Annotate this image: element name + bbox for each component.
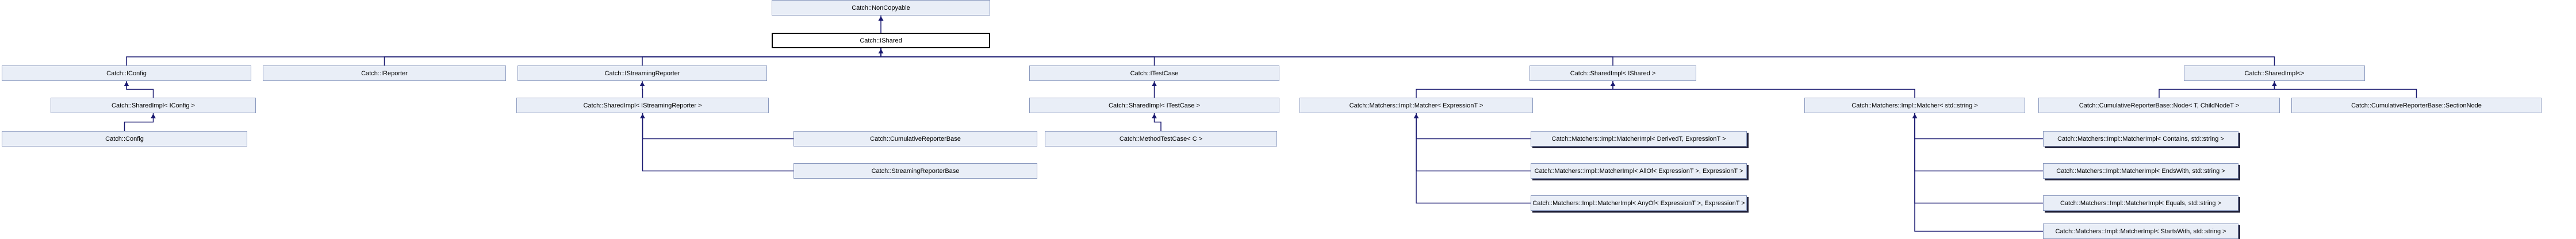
class-node-iconfig[interactable]: Catch::IConfig xyxy=(2,65,251,81)
inheritance-edge-config-to-sharedimpl-iconfig xyxy=(124,113,154,131)
inheritance-arrowhead-matcher-stdstring xyxy=(1912,114,1918,118)
class-node-sharedimpl-iconfig[interactable]: Catch::SharedImpl< IConfig > xyxy=(51,98,256,113)
class-node-istreamingreporter[interactable]: Catch::IStreamingReporter xyxy=(518,65,767,81)
inheritance-arrowhead-itestcase xyxy=(1152,82,1157,86)
inheritance-arrowhead-matcher-expressiont xyxy=(1413,114,1419,118)
class-node-ireporter[interactable]: Catch::IReporter xyxy=(263,65,506,81)
class-node-matcherimpl-equals[interactable]: Catch::Matchers::Impl::MatcherImpl< Equa… xyxy=(2043,195,2238,211)
class-node-matcher-stdstring[interactable]: Catch::Matchers::Impl::Matcher< std::str… xyxy=(1804,98,2025,113)
inheritance-edge-streamingreporterbase-to-sharedimpl-istreamingreporter xyxy=(642,113,793,172)
class-node-matcherimpl-allof[interactable]: Catch::Matchers::Impl::MatcherImpl< AllO… xyxy=(1531,163,1747,179)
class-node-cumulativereporterbase[interactable]: Catch::CumulativeReporterBase xyxy=(793,131,1037,147)
inheritance-arrowhead-sharedimpl-iconfig xyxy=(151,114,156,118)
inheritance-edge-sharedimpl-default-to-ishared xyxy=(880,48,2275,65)
class-node-matcherimpl-anyof[interactable]: Catch::Matchers::Impl::MatcherImpl< AnyO… xyxy=(1531,195,1747,211)
inheritance-edge-cumulativereporterbase-to-sharedimpl-istreamingreporter xyxy=(642,113,793,140)
inheritance-edge-cumulative-node-to-sharedimpl-default xyxy=(2159,81,2275,98)
class-node-matcher-expressiont[interactable]: Catch::Matchers::Impl::Matcher< Expressi… xyxy=(1300,98,1533,113)
class-node-sharedimpl-istreamingreporter[interactable]: Catch::SharedImpl< IStreamingReporter > xyxy=(516,98,769,113)
class-node-cumulative-sectionnode[interactable]: Catch::CumulativeReporterBase::SectionNo… xyxy=(2291,98,2542,113)
inheritance-arrowhead-ishared xyxy=(878,49,884,53)
inheritance-arrowhead-sharedimpl-istreamingreporter xyxy=(640,114,645,118)
class-node-sharedimpl-default[interactable]: Catch::SharedImpl<> xyxy=(2184,65,2365,81)
inheritance-edge-matcherimpl-equals-to-matcher-stdstring xyxy=(1914,113,2043,204)
inheritance-arrowhead-noncopyable xyxy=(878,16,884,21)
class-node-sharedimpl-itestcase[interactable]: Catch::SharedImpl< ITestCase > xyxy=(1029,98,1279,113)
class-node-streamingreporterbase[interactable]: Catch::StreamingReporterBase xyxy=(793,163,1037,179)
inheritance-edge-cumulative-sectionnode-to-sharedimpl-default xyxy=(2274,81,2417,98)
inheritance-arrowhead-istreamingreporter xyxy=(639,82,645,86)
inheritance-edge-istreamingreporter-to-ishared xyxy=(642,48,881,65)
class-node-matcherimpl-contains[interactable]: Catch::Matchers::Impl::MatcherImpl< Cont… xyxy=(2043,131,2238,147)
class-node-itestcase[interactable]: Catch::ITestCase xyxy=(1029,65,1279,81)
class-node-matcherimpl-startswith[interactable]: Catch::Matchers::Impl::MatcherImpl< Star… xyxy=(2043,223,2238,239)
inheritance-edge-sharedimpl-iconfig-to-iconfig xyxy=(126,81,154,98)
class-node-ishared: Catch::IShared xyxy=(772,33,990,48)
inheritance-arrowhead-iconfig xyxy=(124,82,129,86)
class-node-cumulative-node[interactable]: Catch::CumulativeReporterBase::Node< T, … xyxy=(2038,98,2280,113)
inheritance-edge-matcher-expressiont-to-sharedimpl-ishared xyxy=(1416,81,1613,98)
inheritance-arrowhead-sharedimpl-ishared xyxy=(1610,82,1616,86)
inheritance-arrowhead-sharedimpl-itestcase xyxy=(1152,114,1157,118)
class-node-matcherimpl-endswith[interactable]: Catch::Matchers::Impl::MatcherImpl< Ends… xyxy=(2043,163,2238,179)
inheritance-edge-matcherimpl-endswith-to-matcher-stdstring xyxy=(1914,113,2043,172)
class-node-matcherimpl-derivedt[interactable]: Catch::Matchers::Impl::MatcherImpl< Deri… xyxy=(1531,131,1747,147)
class-node-sharedimpl-ishared[interactable]: Catch::SharedImpl< IShared > xyxy=(1529,65,1696,81)
inheritance-edge-matcher-stdstring-to-sharedimpl-ishared xyxy=(1612,81,1915,98)
class-node-noncopyable[interactable]: Catch::NonCopyable xyxy=(772,0,990,16)
inheritance-edge-matcherimpl-derivedt-to-matcher-expressiont xyxy=(1416,113,1531,140)
class-node-methodtestcase[interactable]: Catch::MethodTestCase< C > xyxy=(1045,131,1277,147)
inheritance-edge-matcherimpl-startswith-to-matcher-stdstring xyxy=(1914,113,2043,232)
class-node-config[interactable]: Catch::Config xyxy=(2,131,247,147)
inheritance-edge-matcherimpl-allof-to-matcher-expressiont xyxy=(1416,113,1531,172)
inheritance-arrowhead-sharedimpl-default xyxy=(2272,82,2277,86)
inheritance-edge-matcherimpl-anyof-to-matcher-expressiont xyxy=(1416,113,1531,204)
inheritance-edge-matcherimpl-contains-to-matcher-stdstring xyxy=(1914,113,2043,140)
